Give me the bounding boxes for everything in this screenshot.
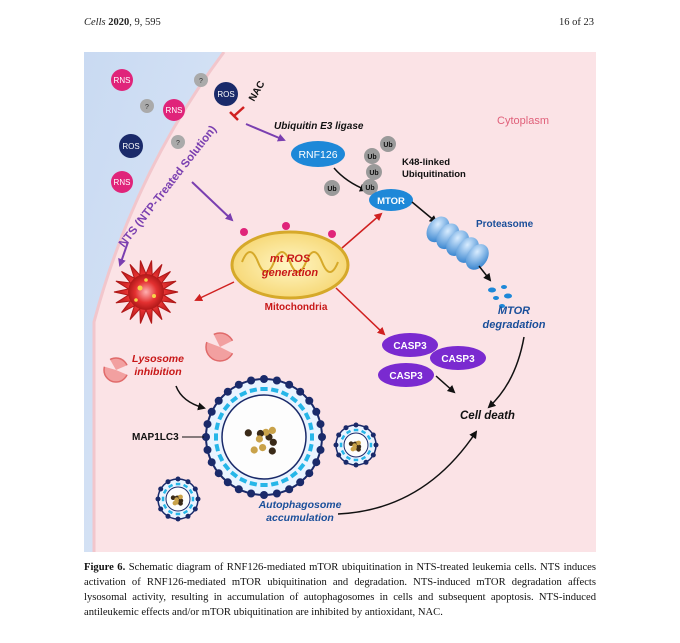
nac-inhibition-bar [229,111,239,121]
lysosome-inhibition-line2: inhibition [134,366,181,378]
journal-volume-page: , 9, 595 [129,17,161,28]
e3-ligase-label: Ubiquitin E3 ligase [274,121,364,132]
figure-caption-label: Figure 6. [84,562,126,573]
proteasome-label: Proteasome [476,219,534,230]
autophagosome-large [202,375,326,499]
running-header-journal: Cells 2020, 9, 595 [84,17,161,28]
svg-text:Ub: Ub [383,142,392,149]
mitochondria [230,222,350,300]
svg-text:CASP3: CASP3 [441,354,475,365]
mtor-node: MTOR [369,189,413,211]
figure-caption-text: Schematic diagram of RNF126-mediated mTO… [84,562,597,618]
svg-text:Ub: Ub [327,186,336,193]
mt-ros-line2: generation [261,267,319,279]
autophagosome-small [333,422,379,468]
autophagosome-accumulation-line1: Autophagosome [258,499,342,511]
svg-text:?: ? [145,104,149,111]
autophagosome-small [155,476,201,522]
nts-to-mitochondria-arrow [191,181,234,222]
k48-label-line2: Ubiquitination [402,169,466,180]
proteasome-to-degradation-arrow [478,265,492,282]
autophagosome-to-cell-death-arrow [337,430,478,515]
mtor-degradation-line2: degradation [483,319,546,331]
casp3-node: CASP3 [430,346,486,370]
unknown-species-bubble: ? [171,135,185,149]
svg-text:?: ? [176,140,180,147]
ros-bubble: ROS [119,134,143,158]
broken-lysosome-fragment [204,331,236,362]
svg-text:RNS: RNS [166,106,183,115]
journal-year: 2020 [108,17,130,28]
ub-free: Ub [324,180,340,196]
svg-text:Ub: Ub [369,170,378,177]
mtor-to-proteasome-arrow [411,201,438,224]
casp3-node: CASP3 [382,333,438,357]
k48-label-line1: K48-linked [402,157,450,168]
svg-text:ROS: ROS [122,142,139,151]
svg-text:RNF126: RNF126 [298,149,337,161]
mitochondria-to-mtor-arrow [341,212,383,249]
mt-ros-line1: mt ROS [270,253,311,265]
casp3-to-cell-death-arrow [435,375,456,394]
unknown-species-bubble: ? [140,99,154,113]
svg-text:?: ? [199,78,203,85]
nts-to-lysosome-arrow [118,241,129,267]
rns-bubble: RNS [111,69,133,91]
map1lc3-label: MAP1LC3 [132,432,179,443]
nac-inhibition-line [233,106,245,117]
autophagosome-accumulation-line2: accumulation [266,512,334,524]
ub-chain: Ub Ub Ub Ub [362,136,396,195]
cytoplasm-label: Cytoplasm [497,115,549,127]
figure-caption: Figure 6. Schematic diagram of RNF126-me… [84,560,596,620]
rns-bubble: RNS [111,171,133,193]
rnf126-node: RNF126 [291,141,345,167]
nts-to-rnf126-arrow [245,123,286,142]
svg-text:ROS: ROS [217,90,234,99]
mitochondria-to-lysosome-arrow [194,281,235,302]
ros-bubble: ROS [214,82,238,106]
lysosome-to-autophagosome-arrow [175,385,206,411]
lysosome-inhibition-line1: Lysosome [132,353,184,365]
unknown-species-bubble: ? [194,73,208,87]
broken-lysosome-fragment [102,356,130,383]
svg-text:RNS: RNS [114,76,131,85]
svg-text:CASP3: CASP3 [389,371,423,382]
svg-text:MTOR: MTOR [377,196,405,207]
casp3-node: CASP3 [378,363,434,387]
mtor-degradation-line1: MTOR [498,305,530,317]
figure-6-diagram: Cytoplasm RNS RNS RNS ROS ROS ? ? ? NAC … [84,52,596,552]
cell-death-label: Cell death [460,410,515,422]
svg-text:RNS: RNS [114,178,131,187]
proteasome [426,216,489,270]
degradation-to-cell-death-arrow [487,336,525,409]
mitochondria-label: Mitochondria [265,302,328,313]
page-number: 16 of 23 [559,17,594,28]
lysosome [113,260,179,324]
mitochondria-to-casp3-arrow [335,287,386,336]
rns-bubble: RNS [163,99,185,121]
mtor-fragments [488,285,512,308]
svg-text:Ub: Ub [367,154,376,161]
svg-text:Ub: Ub [365,185,374,192]
journal-name: Cells [84,17,106,28]
svg-text:CASP3: CASP3 [393,341,427,352]
